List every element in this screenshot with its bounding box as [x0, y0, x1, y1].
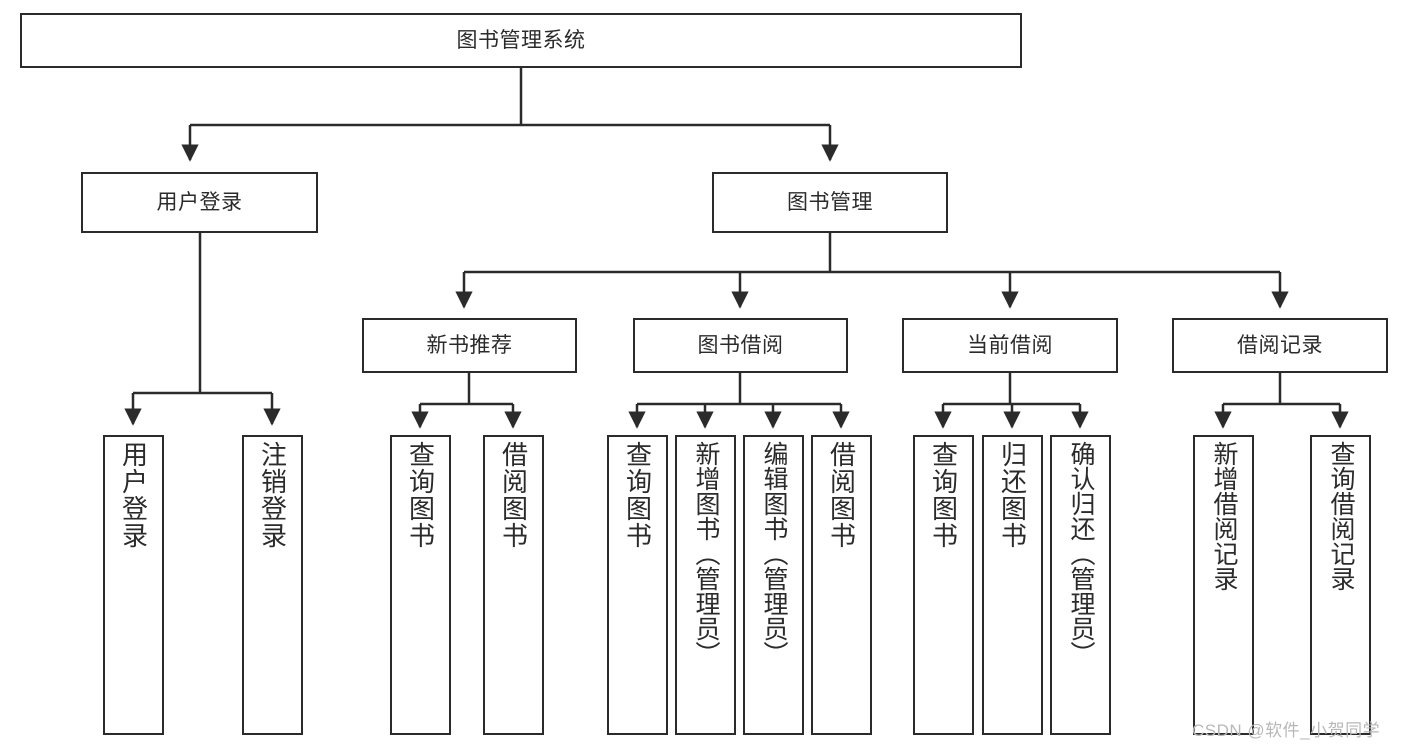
node-label: 借阅记录 — [1237, 333, 1323, 357]
node-label: 编辑图书（管理员） — [760, 441, 788, 666]
leaf-borrow-book-2[interactable]: 借阅图书 — [811, 435, 872, 735]
leaf-add-book[interactable]: 新增图书（管理员） — [675, 435, 736, 735]
node-book-borrow[interactable]: 图书借阅 — [633, 318, 848, 373]
leaf-query-book-1[interactable]: 查询图书 — [390, 435, 451, 735]
leaf-query-record[interactable]: 查询借阅记录 — [1310, 435, 1371, 735]
leaf-return-book[interactable]: 归还图书 — [982, 435, 1043, 735]
node-book-management-system[interactable]: 图书管理系统 — [20, 13, 1022, 68]
node-label: 归还图书 — [997, 441, 1028, 549]
leaf-borrow-book-1[interactable]: 借阅图书 — [483, 435, 544, 735]
node-new-book-recommend[interactable]: 新书推荐 — [362, 318, 577, 373]
node-label: 当前借阅 — [967, 333, 1053, 357]
csdn-watermark: CSDN @软件_小贺同学 — [1192, 721, 1381, 740]
node-label: 图书借阅 — [697, 333, 784, 357]
node-book-manage[interactable]: 图书管理 — [712, 172, 948, 233]
leaf-logout-login[interactable]: 注销登录 — [242, 435, 303, 735]
node-label: 新增借阅记录 — [1210, 441, 1238, 591]
node-label: 查询借阅记录 — [1327, 441, 1355, 591]
leaf-edit-book[interactable]: 编辑图书（管理员） — [743, 435, 804, 735]
leaf-add-record[interactable]: 新增借阅记录 — [1193, 435, 1254, 735]
node-label: 注销登录 — [257, 441, 288, 549]
node-label: 确认归还（管理员） — [1067, 441, 1095, 666]
node-label: 新书推荐 — [426, 333, 513, 357]
node-user-login[interactable]: 用户登录 — [81, 172, 318, 233]
node-borrow-record[interactable]: 借阅记录 — [1172, 318, 1388, 373]
node-label: 借阅图书 — [826, 441, 857, 549]
leaf-confirm-return[interactable]: 确认归还（管理员） — [1050, 435, 1111, 735]
leaf-user-login[interactable]: 用户登录 — [103, 435, 164, 735]
leaf-query-book-3[interactable]: 查询图书 — [913, 435, 974, 735]
node-label: 借阅图书 — [498, 441, 529, 549]
node-label: 新增图书（管理员） — [692, 441, 720, 666]
node-label: 查询图书 — [928, 441, 959, 549]
node-label: 用户登录 — [118, 441, 149, 549]
node-label: 查询图书 — [405, 441, 436, 549]
leaf-query-book-2[interactable]: 查询图书 — [607, 435, 668, 735]
node-current-borrow[interactable]: 当前借阅 — [902, 318, 1118, 373]
node-label: 图书管理系统 — [456, 28, 586, 52]
node-label: 查询图书 — [622, 441, 653, 549]
node-label: 用户登录 — [156, 190, 243, 214]
node-label: 图书管理 — [787, 190, 873, 214]
